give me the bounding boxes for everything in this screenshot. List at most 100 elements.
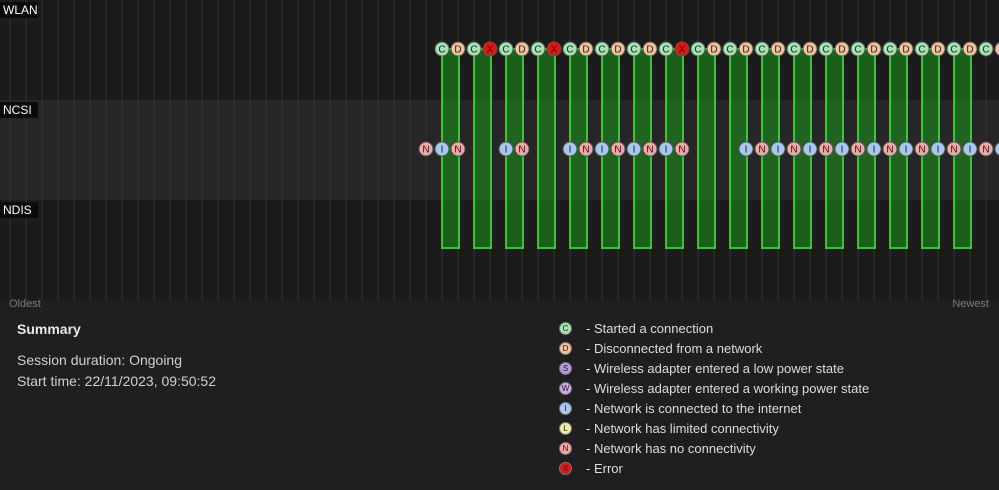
event-letter: I [441,145,444,156]
lane-label-bg [0,202,38,218]
connection-bar [537,48,556,249]
event-letter: I [633,145,636,156]
legend-marker-n-icon: N [559,441,572,455]
event-marker-i [658,141,674,157]
event-letter: D [870,45,877,56]
event-letter: D [614,45,621,56]
event-marker-n [642,141,658,157]
legend-description: - Network has limited connectivity [586,420,779,436]
event-marker-c [434,41,450,57]
legend-item-w: W- Wireless adapter entered a working po… [559,378,869,398]
legend-item-x: X- Error [559,458,869,478]
event-letter: N [790,145,797,156]
event-letter: C [470,45,477,56]
event-marker-c [754,41,770,57]
event-letter: X [551,45,558,56]
lane-label-ndis: NDIS [3,203,32,217]
event-marker-n [610,141,626,157]
event-letter: I [569,145,572,156]
event-letter: C [694,45,701,56]
event-letter: N [454,145,461,156]
event-letter: D [518,45,525,56]
event-marker-c [658,41,674,57]
event-marker-i [562,141,578,157]
event-letter: C [982,45,989,56]
event-letter: N [582,145,589,156]
event-letter: I [905,145,908,156]
event-marker-n [978,141,994,157]
event-letter: N [646,145,653,156]
event-marker-c [818,41,834,57]
event-marker-i [866,141,882,157]
event-marker-c [594,41,610,57]
event-letter: C [950,45,957,56]
event-letter: C [438,45,445,56]
lane-label-ncsi: NCSI [3,103,32,117]
event-marker-n [514,141,530,157]
event-marker-d [898,41,914,57]
event-letter: I [601,145,604,156]
event-marker-d [962,41,978,57]
event-marker-d [514,41,530,57]
event-marker-x [482,41,498,57]
event-marker-i [626,141,642,157]
event-letter: C [534,45,541,56]
connection-bar [697,48,716,249]
event-marker-n [786,141,802,157]
event-marker-n [850,141,866,157]
event-marker-d [738,41,754,57]
event-letter: C [758,45,765,56]
event-marker-x [546,41,562,57]
legend-description: - Started a connection [586,320,714,336]
event-marker-n [882,141,898,157]
event-letter: D [902,45,909,56]
event-letter: N [518,145,525,156]
event-letter: D [454,45,461,56]
event-letter: C [630,45,637,56]
event-marker-c [882,41,898,57]
event-marker-i [738,141,754,157]
legend-marker-w-icon: W [559,381,572,395]
event-letter: N [822,145,829,156]
event-letter: N [758,145,765,156]
event-marker-c [562,41,578,57]
event-marker-i [802,141,818,157]
event-letter: C [918,45,925,56]
event-marker-d [802,41,818,57]
event-marker-n [946,141,962,157]
legend-description: - Network has no connectivity [586,440,756,456]
legend-marker-x-icon: X [559,461,572,475]
event-letter: C [502,45,509,56]
event-letter: I [841,145,844,156]
event-marker-c [530,41,546,57]
event-letter: C [598,45,605,56]
event-marker-n [418,141,434,157]
event-letter: I [505,145,508,156]
event-marker-i [770,141,786,157]
lane-label-bg [0,102,38,118]
event-marker-i [498,141,514,157]
event-letter: I [809,145,812,156]
event-letter: I [873,145,876,156]
event-letter: I [777,145,780,156]
event-letter: X [679,45,686,56]
event-letter: X [487,45,494,56]
event-marker-i [834,141,850,157]
legend-description: - Disconnected from a network [586,340,763,356]
legend-marker-i-icon: I [559,401,572,415]
event-marker-n [754,141,770,157]
event-marker-d [770,41,786,57]
legend-marker-d-icon: D [559,341,572,355]
event-letter: N [614,145,621,156]
event-marker-d [834,41,850,57]
event-marker-c [946,41,962,57]
event-letter: D [742,45,749,56]
lane-ndis [0,200,999,300]
event-marker-i [594,141,610,157]
event-marker-c [690,41,706,57]
event-marker-d [610,41,626,57]
event-marker-i [962,141,978,157]
legend-item-s: S- Wireless adapter entered a low power … [559,358,869,378]
event-letter: N [422,145,429,156]
